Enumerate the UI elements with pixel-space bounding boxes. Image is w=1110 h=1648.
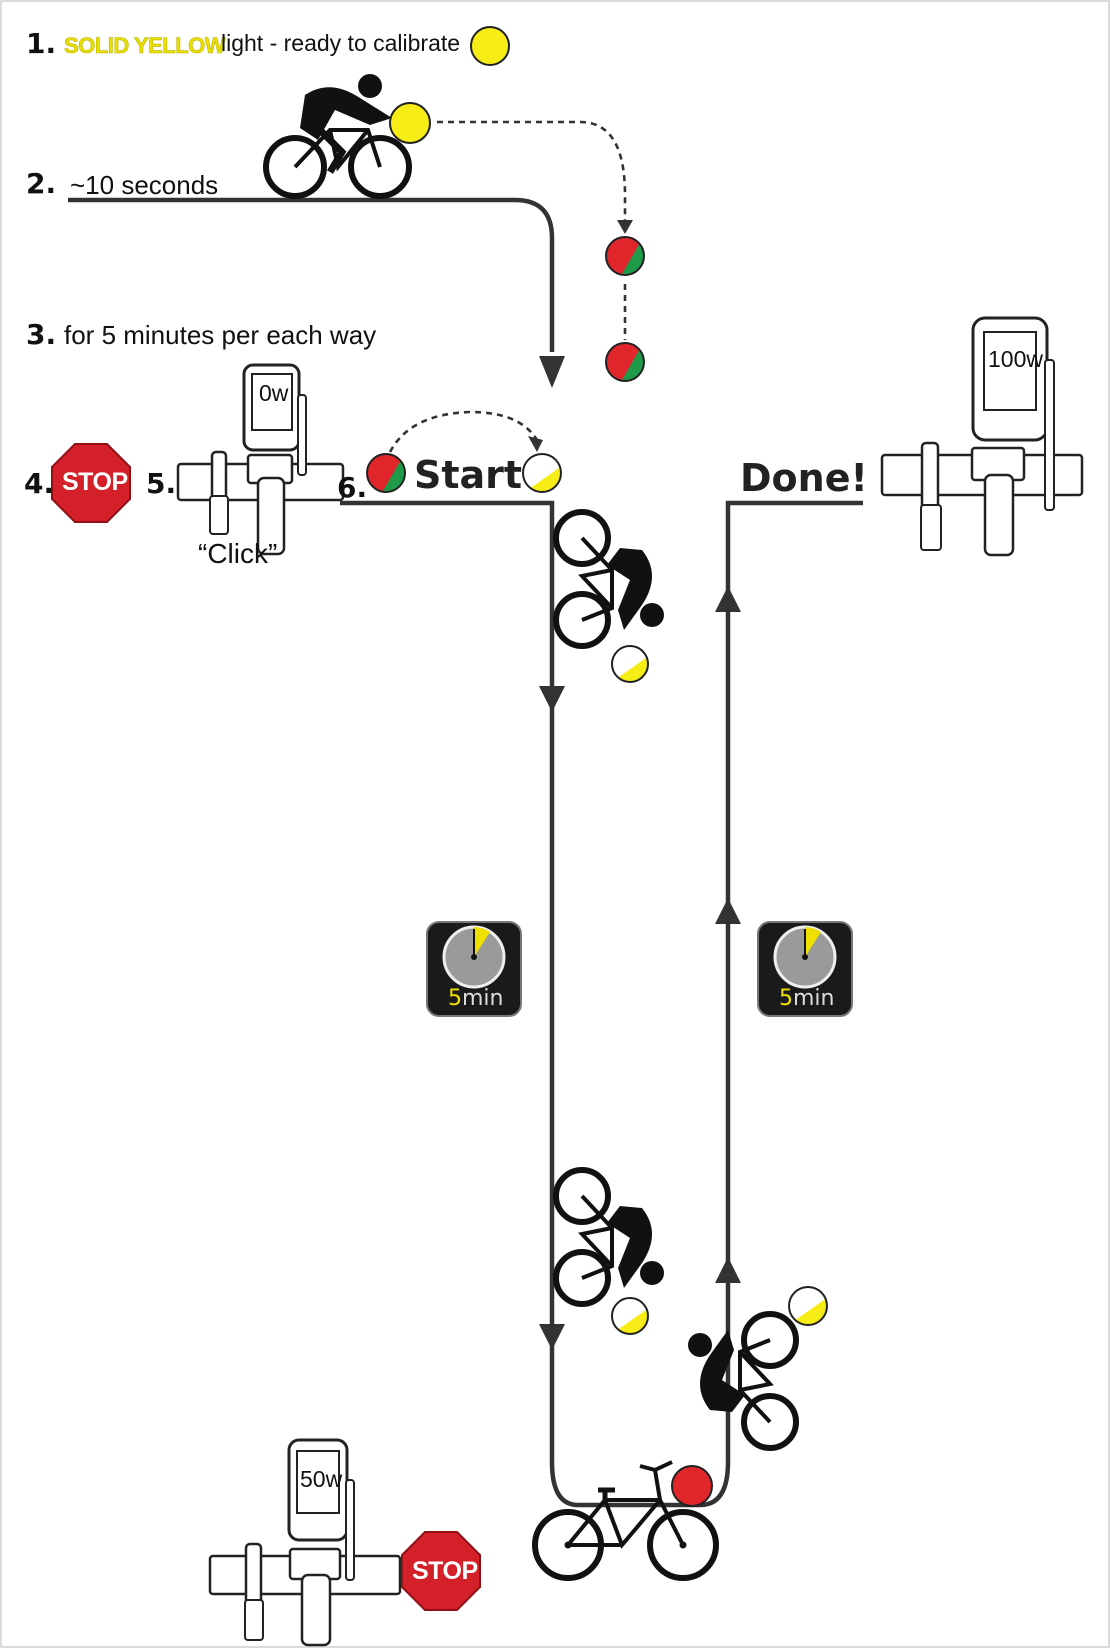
step-4-number: 4. [24,467,55,500]
bicycle-icon [532,1460,719,1581]
step-5-number: 5. [146,467,177,500]
step-1-text: light - ready to calibrate [221,30,461,56]
route-segment-top [68,197,555,352]
stopwatch-icon [757,921,853,1017]
arrow-down-icon [539,356,565,388]
step-3-number: 3. [26,318,57,351]
timer-label: 5min [779,986,835,1011]
step-3-text: for 5 minutes per each way [64,320,377,350]
step-2-number: 2. [26,167,57,200]
click-caption: “Click” [198,538,278,569]
done-label: Done! [740,456,868,500]
head-unit-reading-start: 0w [259,380,289,406]
dash-arrow-icon [617,220,633,234]
led-light-icon [611,1297,649,1335]
dash-arrow-icon [528,436,543,452]
step-6-number: 6. [337,471,368,504]
led-light-icon [389,102,431,144]
route-arrows [539,356,741,1350]
stop-sign-icon [401,1531,481,1611]
handlebar-head-unit-finish [880,316,1084,557]
arrow-up-icon [715,898,741,924]
arrow-up-icon [715,1257,741,1283]
led-light-icon [605,342,645,382]
handlebar-head-unit-start [176,363,345,556]
step-2-text: ~10 seconds [70,170,219,200]
step-1-number: 1. [26,27,57,60]
stopwatch-icon [426,921,522,1017]
led-light-icon [470,26,510,66]
dashed-connectors [388,120,627,453]
cyclist-icon [553,1167,664,1307]
handlebar-head-unit-bottom [208,1438,402,1647]
head-unit-reading-finish: 100w [988,346,1043,372]
led-light-icon [671,1465,713,1507]
arrow-down-icon [539,1324,565,1350]
cyclist-icon [263,74,412,199]
cyclist-icon [553,509,664,649]
led-light-icon [788,1286,828,1326]
cyclist-icon [688,1311,799,1451]
start-label: Start [414,453,523,497]
led-lights [366,26,828,1507]
led-light-icon [605,236,645,276]
stop-sign-label: STOP [412,1557,478,1585]
led-light-icon [611,645,649,683]
stop-sign-icon [51,443,131,523]
route-path [68,197,863,1508]
arrow-up-icon [715,586,741,612]
arrow-down-icon [539,686,565,712]
timer-label: 5min [448,986,504,1011]
stop-sign-label: STOP [62,468,128,496]
step-1-highlight: SOLID YELLOW [64,33,226,58]
head-unit-reading-bottom: 50w [300,1466,343,1492]
